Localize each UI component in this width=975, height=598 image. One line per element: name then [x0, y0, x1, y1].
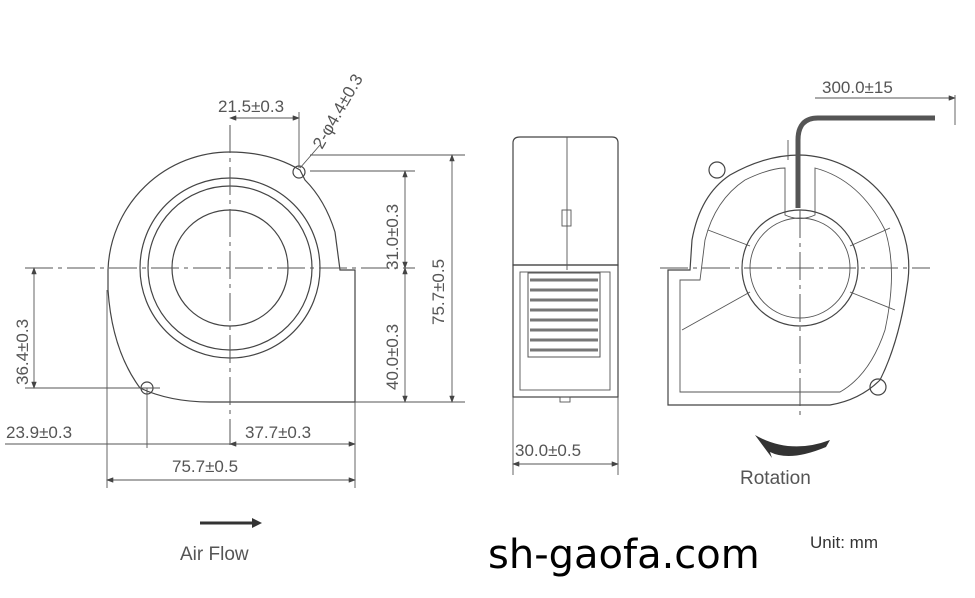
- rotation-label: Rotation: [740, 468, 811, 489]
- dim-hole-spacing: 21.5±0.3: [218, 97, 284, 116]
- dim-width: 75.7±0.5: [172, 457, 238, 476]
- dim-outlet-offset: 37.7±0.3: [245, 423, 311, 442]
- front-view: 21.5±0.3 2-φ4.4±0.3 31.0±0.3 40.0±0.3 75…: [5, 71, 465, 488]
- air-flow-label: Air Flow: [180, 544, 249, 565]
- dim-left-hole-height: 36.4±0.3: [13, 319, 32, 385]
- back-view: 300.0±15 Rotation: [660, 78, 956, 489]
- unit-label: Unit: mm: [810, 533, 878, 552]
- dim-lower-offset: 40.0±0.3: [383, 324, 402, 390]
- dim-upper-offset: 31.0±0.3: [383, 204, 402, 270]
- dim-height: 75.7±0.5: [429, 259, 448, 325]
- rotation-arrow-icon: [755, 435, 830, 458]
- dim-cable-length: 300.0±15: [822, 78, 893, 97]
- watermark: sh-gaofa.com: [488, 532, 760, 578]
- dim-depth: 30.0±0.5: [515, 441, 581, 460]
- dim-hole-spec: 2-φ4.4±0.3: [309, 71, 367, 152]
- air-flow-arrow-icon: [252, 518, 262, 528]
- dim-left-hole-x: 23.9±0.3: [6, 423, 72, 442]
- front-housing: [107, 151, 356, 403]
- cable: [795, 115, 935, 208]
- side-view: 30.0±0.5: [512, 136, 619, 475]
- air-flow: Air Flow: [180, 518, 262, 565]
- outlet-grille: [527, 272, 601, 358]
